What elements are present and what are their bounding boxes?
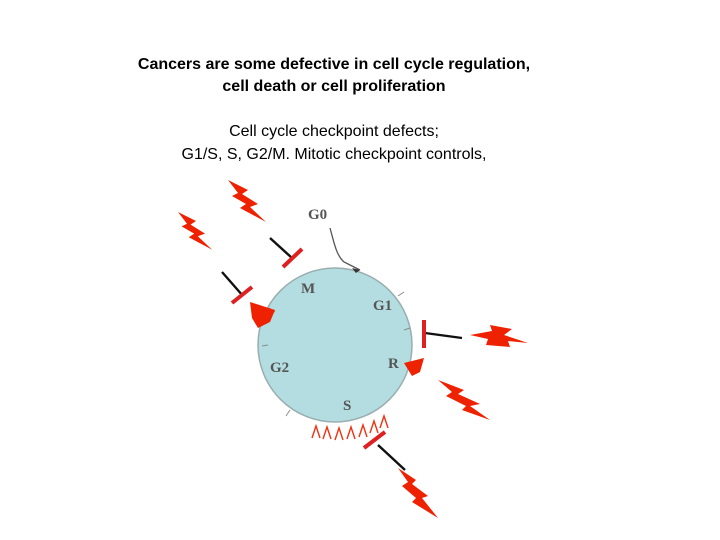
inhibitor-icon (269, 237, 304, 269)
title: Cancers are some defective in cell cycle… (0, 54, 668, 98)
title-line-2: cell death or cell proliferation (222, 78, 446, 95)
g0-transition-arrow (329, 227, 361, 271)
label-g0: G0 (308, 207, 327, 223)
lightning-bolt-icon (470, 325, 528, 347)
g0-arrowhead-icon (352, 268, 360, 273)
label-s: S (343, 398, 351, 414)
label-m: M (301, 281, 315, 297)
inhibitor-icon (362, 430, 406, 471)
lightning-bolt-icon (398, 468, 438, 518)
arrow-head-icon (404, 358, 424, 376)
subtitle: Cell cycle checkpoint defects; G1/S, S, … (0, 120, 668, 166)
subtitle-line-1: Cell cycle checkpoint defects; (229, 123, 439, 140)
lightning-bolt-icon (178, 212, 213, 250)
arrow-head-icon (250, 302, 275, 328)
lightning-bolt-icon (438, 380, 490, 420)
cell-circle (257, 267, 413, 423)
subtitle-line-2: G1/S, S, G2/M. Mitotic checkpoint contro… (181, 146, 487, 163)
inhibitor-icon (221, 271, 254, 305)
label-r: R (388, 356, 399, 372)
label-g2: G2 (270, 360, 289, 376)
title-line-1: Cancers are some defective in cell cycle… (137, 56, 531, 73)
label-g1: G1 (373, 298, 392, 314)
lightning-bolt-icon (228, 180, 266, 222)
inhibitor-icon (422, 320, 463, 348)
s-phase-damage-marks (311, 413, 389, 441)
